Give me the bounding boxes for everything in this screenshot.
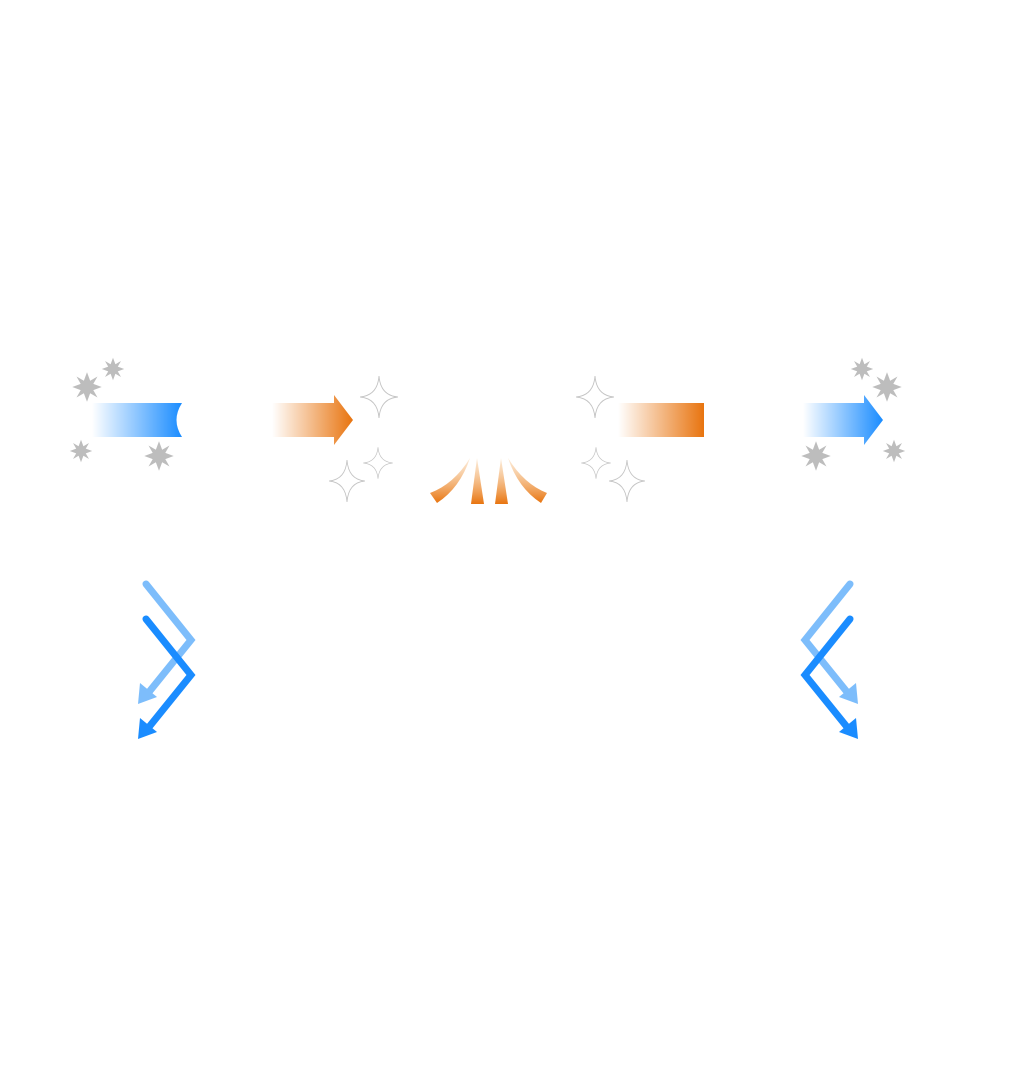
- orange-bar: [618, 403, 704, 437]
- left-zigzag-group: [138, 580, 196, 739]
- zigzag-arrow-icon: [800, 580, 858, 704]
- zigzag-arrow-icon: [138, 580, 196, 704]
- orange-arrow-group: [272, 395, 353, 445]
- right-zigzag-group: [800, 580, 858, 739]
- blue-bar-concave: [92, 403, 182, 437]
- orange-arrow: [272, 395, 353, 445]
- blue-arrow: [803, 395, 883, 445]
- zigzag-arrow-icon: [138, 615, 196, 739]
- orange-bar-group: [618, 403, 704, 437]
- fan-icon: [430, 458, 547, 504]
- sparkle-icon: [575, 375, 646, 503]
- zigzag-arrow-icon: [800, 615, 858, 739]
- left-blue-group: [69, 357, 182, 471]
- sparkle-icon: [328, 375, 399, 503]
- right-blue-group: [801, 357, 906, 471]
